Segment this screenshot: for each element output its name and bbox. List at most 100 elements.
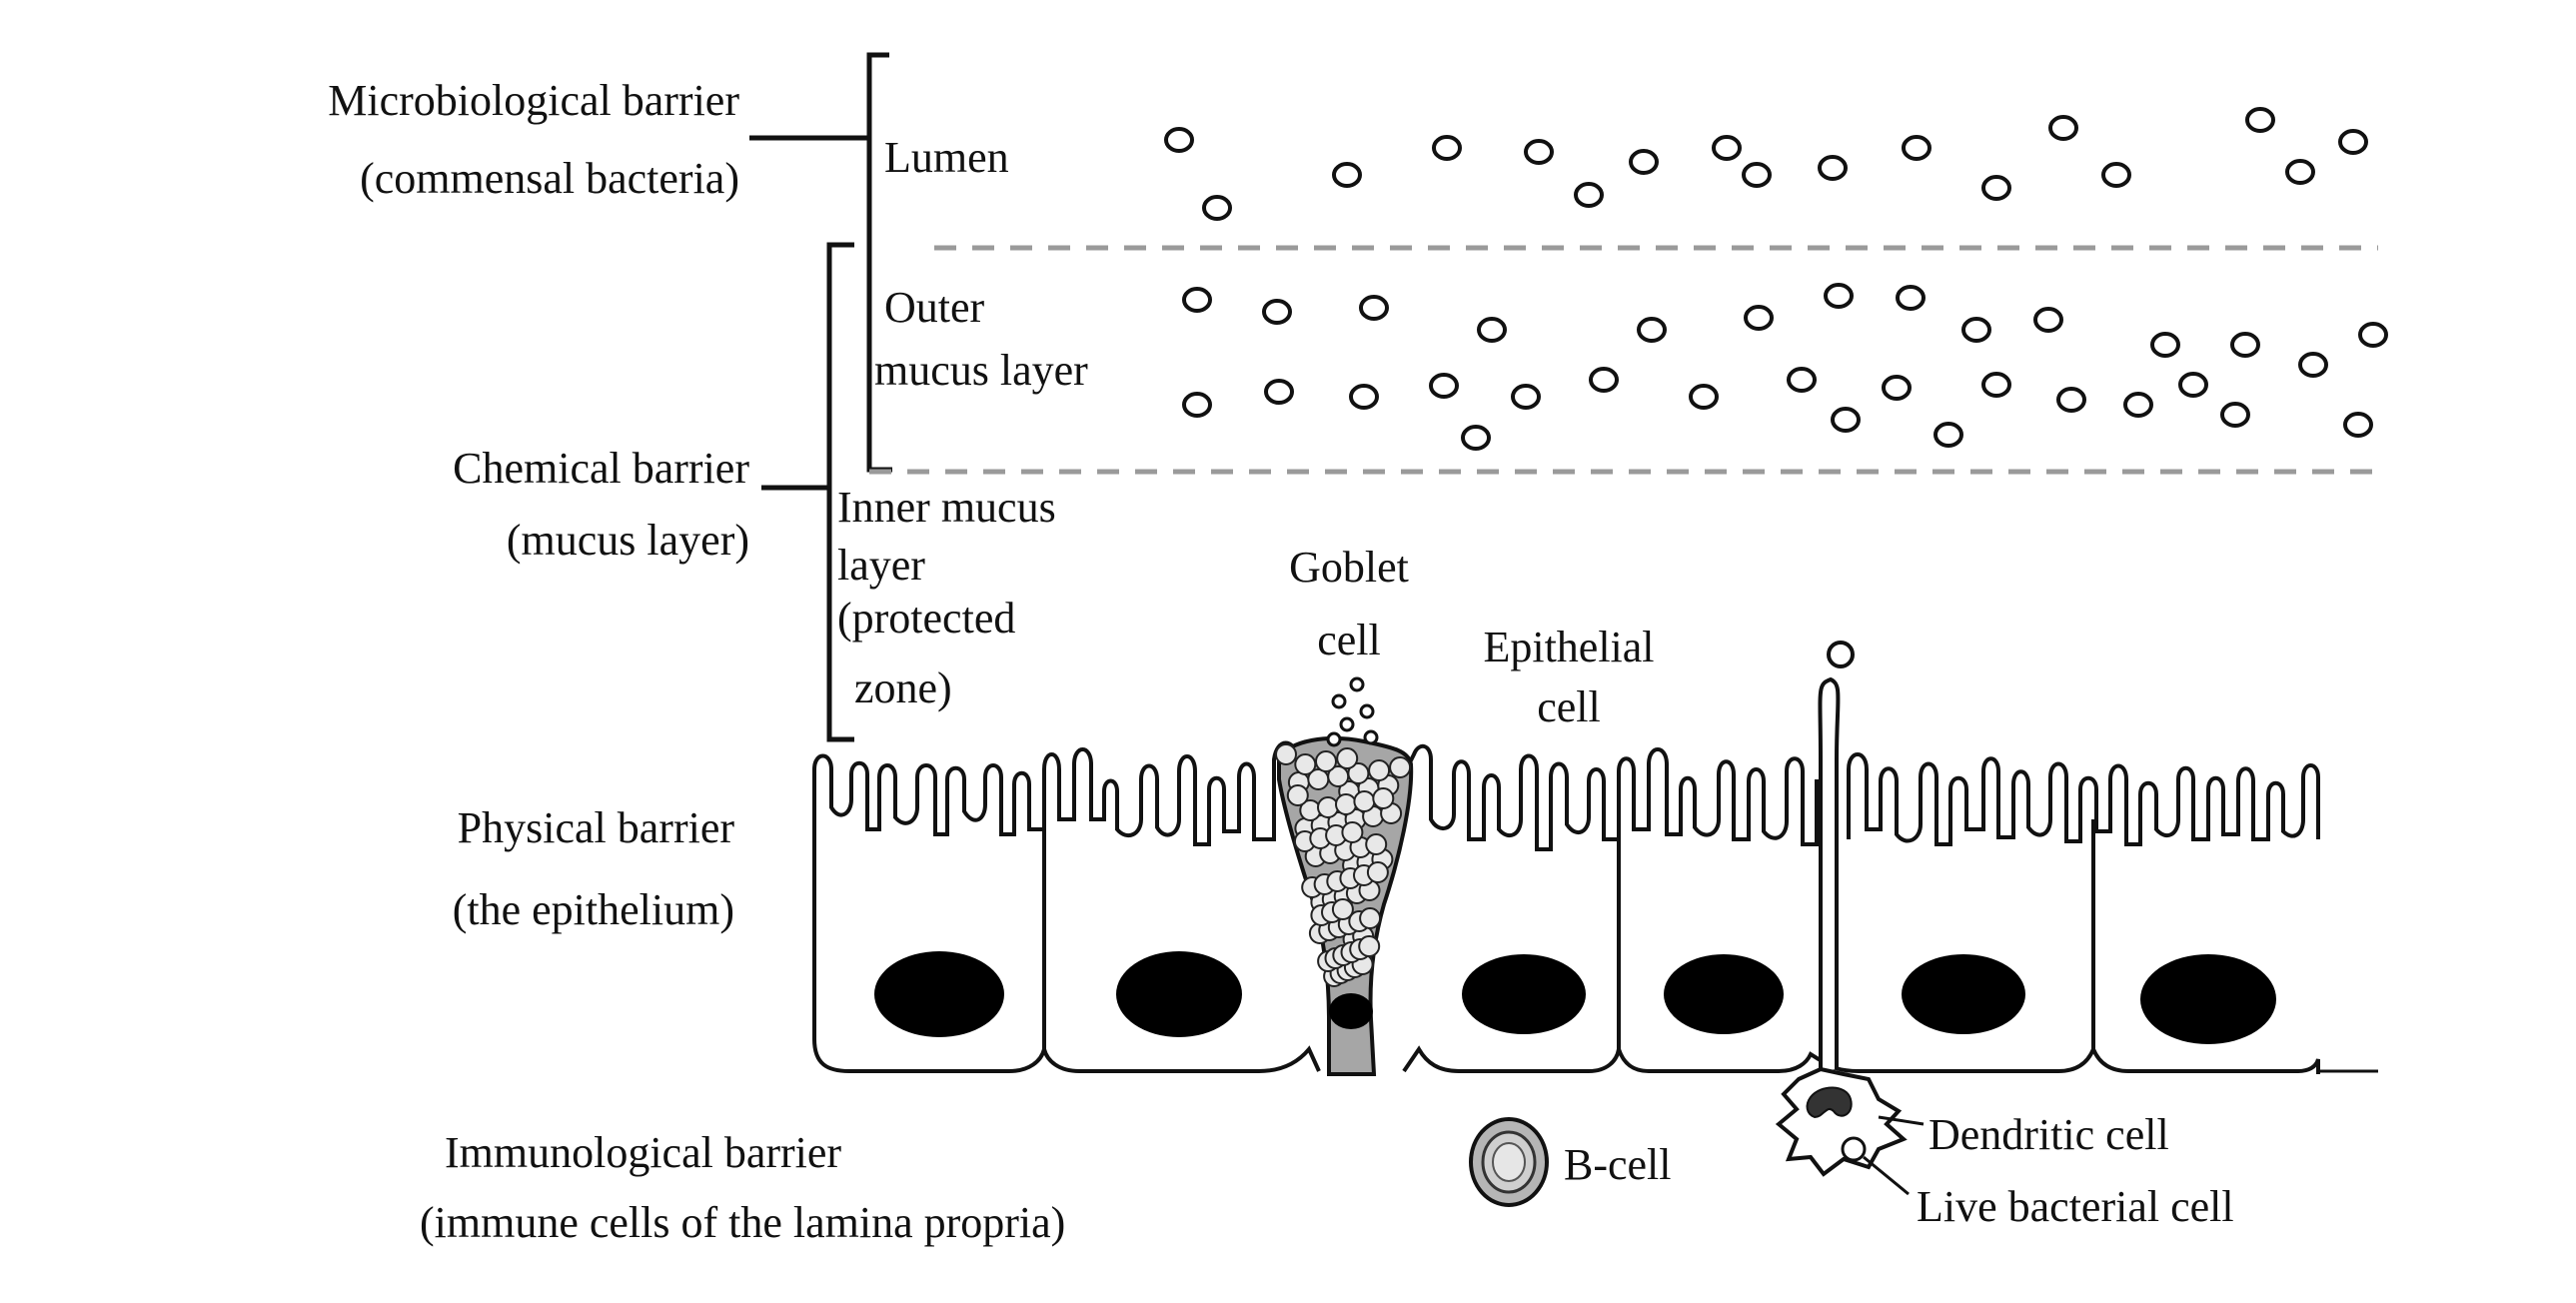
bacterium bbox=[1524, 139, 1554, 165]
bacterium bbox=[2123, 392, 2153, 418]
chemical-barrier-label: Chemical barrier (mucus layer) bbox=[453, 444, 749, 565]
bacterium bbox=[1182, 287, 1212, 313]
bacterium bbox=[1742, 162, 1772, 188]
bacterium bbox=[2285, 159, 2315, 185]
secreted-mucin-droplets bbox=[1326, 676, 1379, 747]
bacterium bbox=[1902, 135, 1932, 161]
mucin-granule bbox=[1368, 759, 1391, 781]
bacterium bbox=[1831, 407, 1861, 433]
bacterium bbox=[2230, 332, 2260, 358]
mucus-bracket bbox=[826, 242, 854, 742]
mucin-granule bbox=[1353, 790, 1376, 812]
epithelial-label-line2: cell bbox=[1537, 682, 1601, 731]
mucin-granule bbox=[1372, 787, 1395, 809]
immunological-barrier-label: Immunological barrier (immune cells of t… bbox=[420, 1128, 1065, 1247]
mucin-droplet bbox=[1363, 729, 1379, 745]
bacterium bbox=[1589, 367, 1619, 393]
b-cell-label: B-cell bbox=[1564, 1140, 1672, 1189]
b-cell-core bbox=[1492, 1142, 1526, 1182]
commensal-bacteria bbox=[1164, 107, 2388, 451]
bacterium bbox=[1264, 379, 1294, 405]
bacterium bbox=[1429, 373, 1459, 399]
physical-label-line2: (the epithelium) bbox=[453, 885, 734, 934]
bacterium bbox=[2048, 115, 2078, 141]
bacterium bbox=[1461, 425, 1491, 451]
mucin-granule bbox=[1358, 935, 1381, 957]
mucin-granule bbox=[1335, 793, 1357, 815]
bacterium bbox=[1689, 384, 1719, 410]
mucin-granule bbox=[1331, 898, 1354, 920]
mucin-granule bbox=[1286, 784, 1309, 806]
mucin-droplet bbox=[1326, 731, 1342, 747]
bacterium bbox=[1637, 317, 1667, 343]
mucin-granule bbox=[1359, 907, 1382, 929]
mucin-granule bbox=[1341, 821, 1364, 843]
inner-mucus-label-line2: layer bbox=[837, 541, 925, 590]
nucleus bbox=[1116, 951, 1242, 1037]
bacterium bbox=[1824, 283, 1854, 309]
dendritic-cell bbox=[1775, 641, 1925, 1196]
mucin-droplet bbox=[1349, 676, 1365, 692]
epithelial-basal-outline bbox=[812, 814, 1321, 1073]
outer-mucus-label-line1: Outer bbox=[884, 283, 985, 332]
bacterium bbox=[2101, 162, 2131, 188]
mucin-droplet bbox=[1331, 693, 1347, 709]
bacterium bbox=[2178, 372, 2208, 398]
bacterium bbox=[1202, 195, 1232, 221]
nucleus bbox=[2140, 954, 2276, 1044]
mucin-droplet bbox=[1359, 703, 1375, 719]
inner-mucus-label-line4: zone) bbox=[854, 663, 952, 712]
nucleus bbox=[1902, 954, 2025, 1034]
goblet-label-line2: cell bbox=[1317, 616, 1381, 664]
mucin-granule bbox=[1294, 753, 1317, 775]
dendrite-projection bbox=[1818, 676, 1841, 1069]
immunological-label-line2: (immune cells of the lamina propria) bbox=[420, 1198, 1065, 1247]
bacterium bbox=[1182, 392, 1212, 418]
mucin-granule bbox=[1366, 861, 1389, 883]
dendritic-cell-nucleus bbox=[1806, 1086, 1853, 1119]
physical-label-line1: Physical barrier bbox=[458, 803, 735, 852]
bacterium bbox=[2056, 387, 2086, 413]
microbiological-label-line1: Microbiological barrier bbox=[328, 76, 739, 125]
chemical-label-line1: Chemical barrier bbox=[453, 444, 749, 493]
bacterium bbox=[1882, 375, 1912, 401]
mucus-boundaries bbox=[869, 245, 2378, 475]
bacterium bbox=[2033, 307, 2063, 333]
inner-mucus-label-line1: Inner mucus bbox=[837, 483, 1056, 532]
bacterium bbox=[2298, 352, 2328, 378]
bacterium bbox=[1981, 372, 2011, 398]
bacterium bbox=[1712, 135, 1742, 161]
bacterium bbox=[1477, 317, 1507, 343]
bacterium bbox=[2343, 412, 2373, 438]
physical-barrier-label: Physical barrier (the epithelium) bbox=[453, 803, 735, 934]
bacterium bbox=[2220, 402, 2250, 428]
bacterium bbox=[2358, 322, 2388, 348]
dendritic-cell-label: Dendritic cell bbox=[1929, 1110, 2169, 1159]
mucin-granule bbox=[1317, 796, 1339, 818]
nucleus bbox=[1664, 954, 1784, 1034]
epithelial-basal-outline-right bbox=[1402, 1043, 2320, 1074]
bacterium bbox=[1933, 422, 1963, 448]
lumen-bracket bbox=[866, 52, 892, 473]
mucin-granule bbox=[1315, 750, 1337, 772]
bacterium bbox=[1262, 299, 1292, 325]
nucleus bbox=[874, 951, 1004, 1037]
b-cell bbox=[1469, 1117, 1549, 1207]
bacterium bbox=[2245, 107, 2275, 133]
outer-mucus-label-line2: mucus layer bbox=[874, 346, 1088, 395]
bacterium bbox=[2150, 332, 2180, 358]
bacterium bbox=[1629, 149, 1659, 175]
bacterium bbox=[1981, 175, 2011, 201]
bacterium bbox=[1574, 182, 1604, 208]
lumen-label: Lumen bbox=[884, 133, 1009, 182]
bacterium bbox=[1787, 367, 1817, 393]
mucin-granule bbox=[1336, 747, 1359, 769]
goblet-cell bbox=[1275, 736, 1414, 1076]
inner-mucus-label-line3: (protected bbox=[837, 594, 1015, 643]
mucin-granule bbox=[1365, 833, 1388, 855]
bacterium bbox=[1432, 135, 1462, 161]
microvilli-border bbox=[812, 740, 1301, 846]
mucin-droplet bbox=[1339, 716, 1355, 732]
dendritic-cell-body bbox=[1775, 1066, 1908, 1177]
